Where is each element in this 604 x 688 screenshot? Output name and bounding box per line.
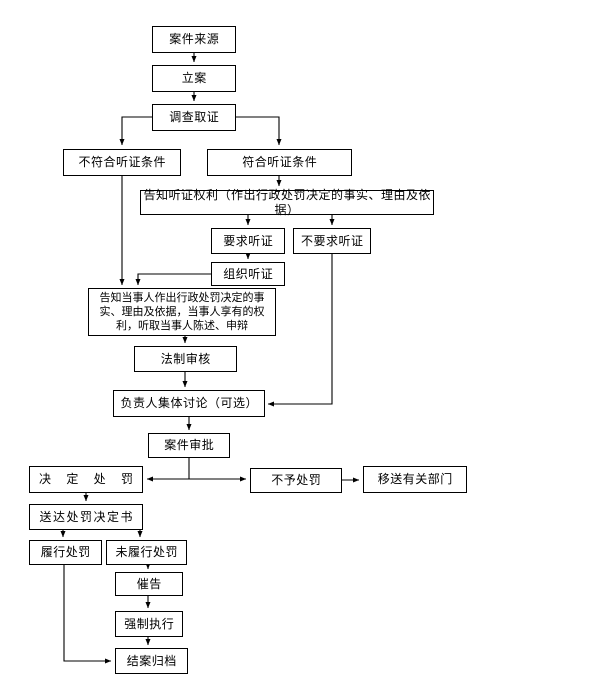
connector-group: [60, 53, 360, 664]
node-case_approval[interactable]: 案件审批: [148, 433, 230, 458]
node-no_request[interactable]: 不要求听证: [293, 228, 371, 254]
node-close_archive[interactable]: 结案归档: [115, 648, 188, 674]
node-organize_hearing[interactable]: 组织听证: [211, 262, 285, 286]
node-collective_disc[interactable]: 负责人集体讨论（可选）: [113, 390, 265, 417]
node-file_case[interactable]: 立案: [152, 65, 236, 92]
node-inform_right[interactable]: 告知听证权利（作出行政处罚决定的事实、理由及依据）: [140, 188, 434, 217]
node-case_source[interactable]: 案件来源: [152, 26, 236, 53]
node-no_penalty[interactable]: 不予处罚: [250, 468, 342, 493]
node-decide_penalty[interactable]: 决 定 处 罚: [29, 466, 143, 493]
fulfilled-to-close: [63, 565, 112, 664]
node-meet_hearing[interactable]: 符合听证条件: [207, 149, 352, 176]
node-not_meet_hearing[interactable]: 不符合听证条件: [63, 149, 181, 176]
node-serve_decision[interactable]: 送达处罚决定书: [29, 504, 143, 530]
organize-to-inform-party: [135, 273, 211, 286]
node-fulfilled[interactable]: 履行处罚: [29, 540, 102, 565]
node-not_fulfilled[interactable]: 未履行处罚: [106, 540, 187, 565]
node-transfer_dept[interactable]: 移送有关部门: [363, 466, 467, 493]
no-request-to-collective: [267, 254, 333, 407]
investigate-to-meet: [236, 116, 282, 146]
node-inform_party[interactable]: 告知当事人作出行政处罚决定的事实、理由及依据，当事人享有的权利，听取当事人陈述、…: [88, 288, 276, 336]
node-legal_review[interactable]: 法制审核: [134, 346, 237, 372]
node-enforcement[interactable]: 强制执行: [115, 611, 183, 637]
node-investigate[interactable]: 调查取证: [152, 104, 236, 131]
node-request_hearing[interactable]: 要求听证: [211, 228, 285, 254]
node-urge[interactable]: 催告: [115, 572, 183, 596]
investigate-to-not-meet: [119, 116, 152, 146]
